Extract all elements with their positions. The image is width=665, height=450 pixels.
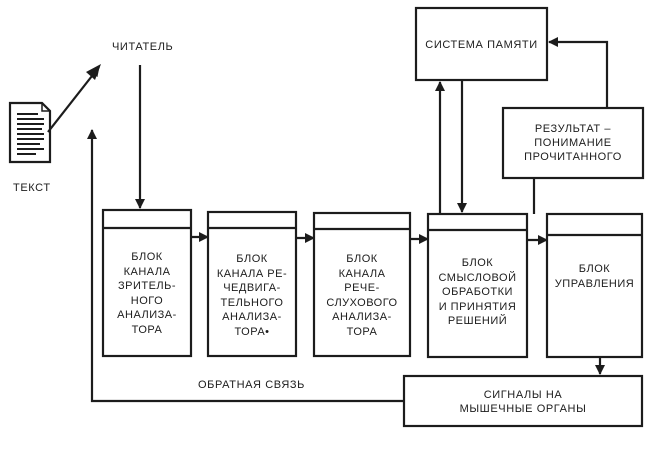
block-visual-box — [101, 208, 193, 358]
document-icon — [8, 101, 52, 164]
muscle-signals-label: СИГНАЛЫ НА МЫШЕЧНЫЕ ОРГАНЫ — [459, 389, 587, 415]
text-to-reader-arrow — [47, 66, 100, 133]
text-label: ТЕКСТ — [13, 182, 51, 194]
feedback-loop-arrow — [87, 129, 404, 403]
block-speech-motor-box — [206, 210, 298, 358]
block-semantic-box — [426, 212, 529, 359]
result-to-memory-arrow — [548, 37, 609, 108]
block-control-label: БЛОК УПРАВЛЕНИЯ — [554, 263, 635, 290]
block-semantic-label: БЛОК СМЫСЛОВОЙ ОБРАБОТКИ И ПРИНЯТИЯ РЕШЕ… — [438, 257, 517, 327]
block-control-box — [545, 212, 644, 359]
result-label: РЕЗУЛЬТАТ – ПОНИМАНИЕ ПРОЧИТАННОГО — [524, 123, 622, 163]
memory-system-label: СИСТЕМА ПАМЯТИ — [425, 39, 538, 51]
result-box — [501, 106, 645, 180]
reader-label: ЧИТАТЕЛЬ — [112, 41, 174, 53]
memory-system-box — [414, 6, 549, 82]
reader-arrowhead — [86, 64, 101, 80]
feedback-label: ОБРАТНАЯ СВЯЗЬ — [198, 379, 305, 391]
block-visual-label: БЛОК КАНАЛА ЗРИТЕЛЬ- НОГО АНАЛИЗА- ТОРА — [117, 251, 177, 336]
block-speech-auditory-box — [312, 211, 412, 358]
block-speech-auditory-label: БЛОК КАНАЛА РЕЧЕ- СЛУХОВОГО АНАЛИЗА- ТОР… — [326, 253, 398, 338]
block-speech-motor-label: БЛОК КАНАЛА РЕ- ЧЕДВИГА- ТЕЛЬНОГО АНАЛИЗ… — [216, 253, 288, 338]
